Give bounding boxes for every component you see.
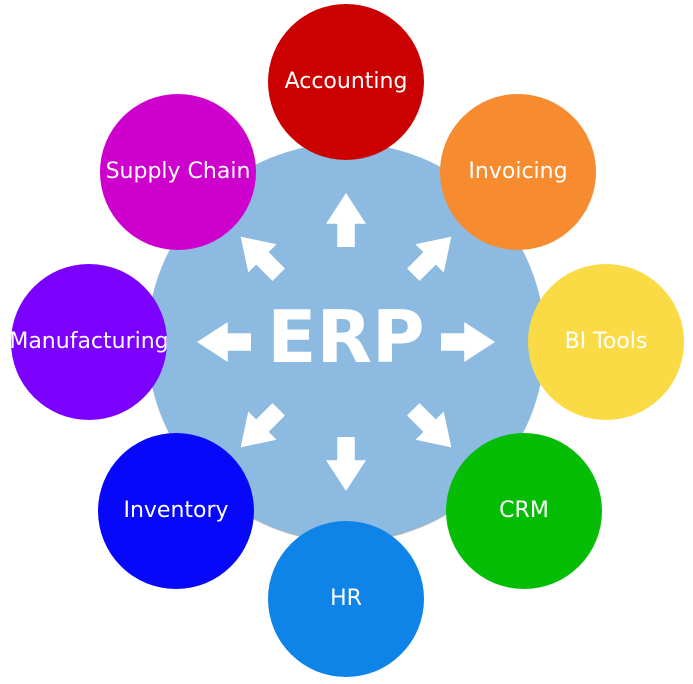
node-label: HR bbox=[330, 585, 362, 611]
node-invoicing: Invoicing bbox=[440, 94, 596, 250]
node-label: Inventory bbox=[123, 497, 229, 523]
arrow-up-icon bbox=[326, 193, 366, 247]
node-bi-tools: BI Tools bbox=[528, 264, 684, 420]
node-label: Invoicing bbox=[468, 158, 568, 184]
arrow-up-left-icon bbox=[226, 222, 292, 288]
node-label: Manufacturing bbox=[9, 328, 169, 354]
node-supply-chain: Supply Chain bbox=[100, 94, 256, 250]
node-label: Accounting bbox=[284, 68, 408, 94]
arrow-down-right-icon bbox=[399, 395, 465, 461]
node-hr: HR bbox=[268, 521, 424, 677]
node-manufacturing: Manufacturing bbox=[9, 264, 169, 420]
arrow-left-icon bbox=[197, 322, 251, 362]
node-inventory: Inventory bbox=[98, 433, 254, 589]
node-label: BI Tools bbox=[564, 328, 648, 354]
arrow-down-left-icon bbox=[226, 395, 292, 461]
node-label: Supply Chain bbox=[105, 158, 251, 184]
arrow-up-right-icon bbox=[399, 222, 465, 288]
arrow-down-icon bbox=[326, 437, 366, 491]
node-label: CRM bbox=[499, 497, 549, 523]
node-accounting: Accounting bbox=[268, 4, 424, 160]
node-crm: CRM bbox=[446, 433, 602, 589]
arrow-right-icon bbox=[441, 322, 495, 362]
hub-label: ERP bbox=[267, 295, 425, 379]
